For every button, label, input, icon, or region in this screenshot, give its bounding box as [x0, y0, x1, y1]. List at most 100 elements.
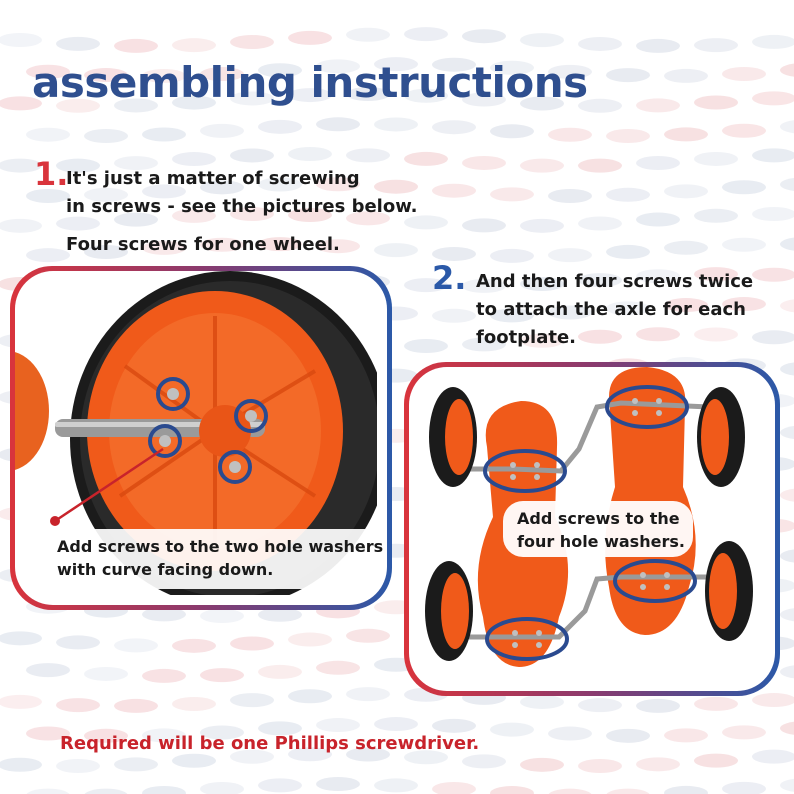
background-dot — [404, 88, 448, 103]
background-dot — [56, 758, 100, 773]
washer-highlight-oval — [613, 559, 697, 603]
wheel-top-left — [429, 387, 477, 487]
step-1-note: Four screws for one wheel. — [66, 234, 340, 255]
background-dot — [230, 148, 274, 163]
background-dot — [520, 757, 564, 772]
background-dot — [548, 248, 592, 263]
background-dot — [404, 278, 448, 293]
background-dot — [172, 696, 216, 711]
background-dot — [172, 38, 216, 53]
background-dot — [722, 297, 766, 312]
pointer-line — [54, 447, 164, 523]
background-dot — [258, 721, 302, 736]
wheel-bottom-left — [425, 561, 473, 661]
wheel-caption-line-2: with curve facing down. — [57, 560, 274, 579]
wheel-caption-line-1: Add screws to the two hole washers — [57, 537, 384, 556]
background-dot — [752, 148, 794, 163]
background-dot — [694, 267, 738, 282]
background-dot — [288, 30, 332, 45]
screw-highlight-ring — [156, 377, 190, 411]
background-dot — [578, 158, 622, 173]
background-dot — [142, 68, 186, 83]
background-dot — [258, 119, 302, 134]
background-dot — [780, 778, 794, 792]
background-dot — [752, 749, 794, 764]
background-dot — [114, 638, 158, 653]
background-dot — [722, 725, 766, 740]
background-dot — [172, 638, 216, 653]
background-dot — [316, 117, 360, 132]
background-dot — [752, 91, 794, 106]
background-dot — [258, 237, 302, 252]
background-dot — [780, 120, 794, 134]
background-dot — [432, 120, 476, 135]
background-dot — [26, 188, 70, 203]
background-dot — [316, 718, 360, 733]
background-dot — [346, 747, 390, 762]
background-dot — [84, 68, 128, 83]
background-dot — [780, 426, 794, 440]
background-dot — [230, 636, 274, 651]
background-dot — [780, 362, 794, 376]
background-dot — [288, 147, 332, 162]
background-dot — [578, 698, 622, 713]
background-dot — [636, 269, 680, 284]
background-dot — [200, 608, 244, 623]
background-dot — [172, 753, 216, 768]
background-dot — [26, 788, 70, 794]
background-dot — [722, 781, 766, 794]
background-dot — [722, 66, 766, 81]
background-dot — [694, 696, 738, 711]
background-dot — [780, 63, 794, 77]
background-dot — [0, 33, 42, 47]
background-dot — [0, 694, 42, 709]
background-dot — [636, 212, 680, 227]
background-dot — [26, 726, 70, 741]
background-dot — [578, 98, 622, 113]
background-dot — [520, 218, 564, 233]
background-dot — [230, 749, 274, 764]
background-dot — [462, 754, 506, 769]
background-dot — [142, 127, 186, 142]
background-dot — [114, 98, 158, 113]
background-dot — [346, 211, 390, 226]
background-dot — [56, 635, 100, 650]
background-dot — [26, 64, 70, 79]
background-dot — [490, 124, 534, 139]
background-dot — [316, 59, 360, 74]
caption-bubble — [503, 501, 693, 557]
background-dot — [548, 788, 592, 794]
background-dot — [548, 64, 592, 79]
background-dot — [606, 301, 650, 316]
step-1-number: 1. — [34, 155, 69, 193]
background-dot — [288, 747, 332, 762]
wheel-assembly-panel: Add screws to the two hole washers with … — [10, 266, 392, 610]
background-dot — [346, 27, 390, 42]
background-dot — [0, 158, 42, 173]
background-dot — [462, 92, 506, 107]
background-dot — [636, 38, 680, 53]
background-dot — [346, 687, 390, 702]
background-dot — [374, 243, 418, 258]
background-dot — [606, 244, 650, 259]
background-dot — [752, 330, 794, 345]
background-dot — [26, 248, 70, 263]
background-dot — [780, 721, 794, 735]
step-1-line-1: It's just a matter of screwing — [66, 168, 360, 189]
background-dot — [780, 549, 794, 563]
step-1-line-2: in screws - see the pictures below. — [66, 196, 418, 217]
background-dot — [520, 276, 564, 291]
background-dot — [752, 693, 794, 708]
background-dot — [316, 660, 360, 675]
background-dot — [142, 607, 186, 622]
pointer-dot — [50, 516, 60, 526]
background-dot — [288, 88, 332, 103]
background-dot — [636, 156, 680, 171]
background-dot — [694, 95, 738, 110]
background-dot — [664, 184, 708, 199]
background-dot — [200, 67, 244, 82]
background-dot — [752, 267, 794, 282]
background-dot — [142, 786, 186, 794]
background-dot — [0, 757, 42, 772]
background-dot — [114, 212, 158, 227]
